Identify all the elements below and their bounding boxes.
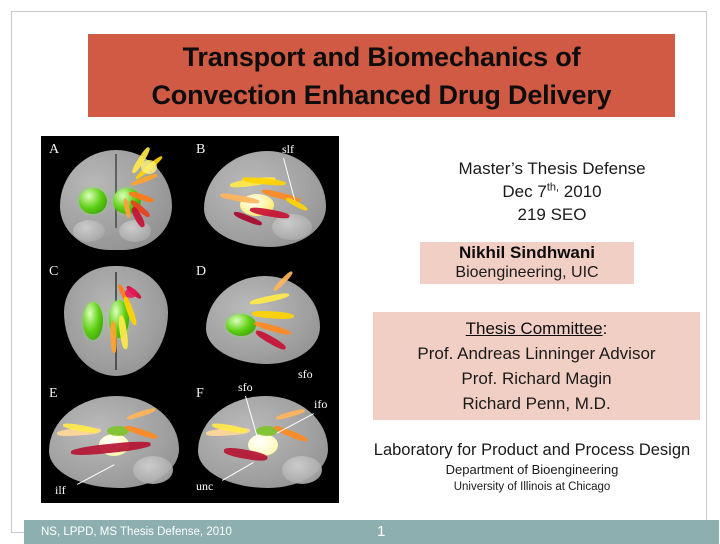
ventricle <box>226 314 256 336</box>
tract-label-unc: unc <box>196 479 214 493</box>
figure-panel-e: E ilf <box>41 380 190 503</box>
affiliation-lab: Laboratory for Product and Process Desig… <box>373 441 691 459</box>
panel-letter-a: A <box>49 142 60 157</box>
ventricle-sliver <box>107 426 129 436</box>
figure-panel-f: F sfo ifo unc <box>190 380 339 503</box>
tract-blob <box>125 288 137 298</box>
cerebellum <box>133 456 173 484</box>
committee-member: Prof. Richard Magin <box>461 369 612 388</box>
panel-letter-d: D <box>196 264 207 279</box>
panel-letter-e: E <box>49 386 58 401</box>
footer-note: NS, LPPD, MS Thesis Defense, 2010 <box>41 526 232 538</box>
defense-location: 219 SEO <box>517 205 587 224</box>
defense-date-year: 2010 <box>563 182 602 201</box>
tract-label-ilf: ilf <box>55 483 66 497</box>
defense-event: Master’s Thesis Defense <box>458 159 646 178</box>
affiliation-block: Laboratory for Product and Process Desig… <box>347 440 717 496</box>
cerebellum-left <box>73 220 105 242</box>
defense-date: Dec 7th, 2010 <box>402 180 702 203</box>
committee-heading: Thesis Committee: <box>466 316 608 341</box>
panel-letter-b: B <box>196 142 206 157</box>
brain-tractography-figure: A B slf <box>41 136 339 503</box>
defense-date-prefix: Dec 7 <box>502 182 547 201</box>
cerebellum <box>272 214 312 240</box>
slide-title-line-2: Convection Enhanced Drug Delivery <box>151 79 612 110</box>
panel-letter-c: C <box>49 264 59 279</box>
footer-page-number: 1 <box>377 523 386 540</box>
ventricle-left <box>83 302 103 340</box>
presenter-department: Bioengineering, UIC <box>455 264 599 281</box>
committee-member: Richard Penn, M.D. <box>462 394 611 413</box>
injection-bolus <box>248 434 278 456</box>
committee-member: Prof. Andreas Linninger Advisor <box>417 344 656 363</box>
panel-letter-f: F <box>196 386 204 401</box>
brain-outline-sagittal <box>206 276 320 364</box>
tract-label-sfo: sfo <box>238 380 253 394</box>
thesis-committee-box: Thesis Committee: Prof. Andreas Linninge… <box>373 312 700 420</box>
slide-frame: Transport and Biomechanics of Convection… <box>11 11 719 544</box>
slide-title-line-1: Transport and Biomechanics of <box>182 41 581 72</box>
affiliation-university: University of Illinois at Chicago <box>453 481 611 493</box>
tract-label-sfo-partial: sfo <box>298 367 313 380</box>
tract-blob <box>141 160 157 174</box>
ventricle-left <box>79 188 107 214</box>
slide-footer-bar: NS, LPPD, MS Thesis Defense, 2010 1 <box>24 520 719 544</box>
tract-label-slf: slf <box>282 142 294 156</box>
presenter-name: Nikhil Sindhwani <box>458 243 595 262</box>
presenter-box: Nikhil Sindhwani Bioengineering, UIC <box>420 242 634 284</box>
figure-panel-c: C <box>41 258 190 380</box>
committee-heading-colon: : <box>602 319 608 338</box>
cerebellum-right <box>119 220 151 242</box>
affiliation-department: Department of Bioengineering <box>445 462 619 477</box>
defense-date-ordinal: th, <box>546 181 560 194</box>
tract-label-ifo: ifo <box>314 397 328 411</box>
defense-info-block: Master’s Thesis Defense Dec 7th, 2010 21… <box>402 157 702 226</box>
figure-panel-b: B slf <box>190 136 339 258</box>
figure-panel-a: A <box>41 136 190 258</box>
slide-title-banner: Transport and Biomechanics of Convection… <box>88 34 675 117</box>
figure-panel-d: D sfo <box>190 258 339 380</box>
committee-heading-text: Thesis Committee <box>465 319 603 338</box>
cerebellum <box>282 456 322 484</box>
ventricle-sliver <box>256 426 278 436</box>
